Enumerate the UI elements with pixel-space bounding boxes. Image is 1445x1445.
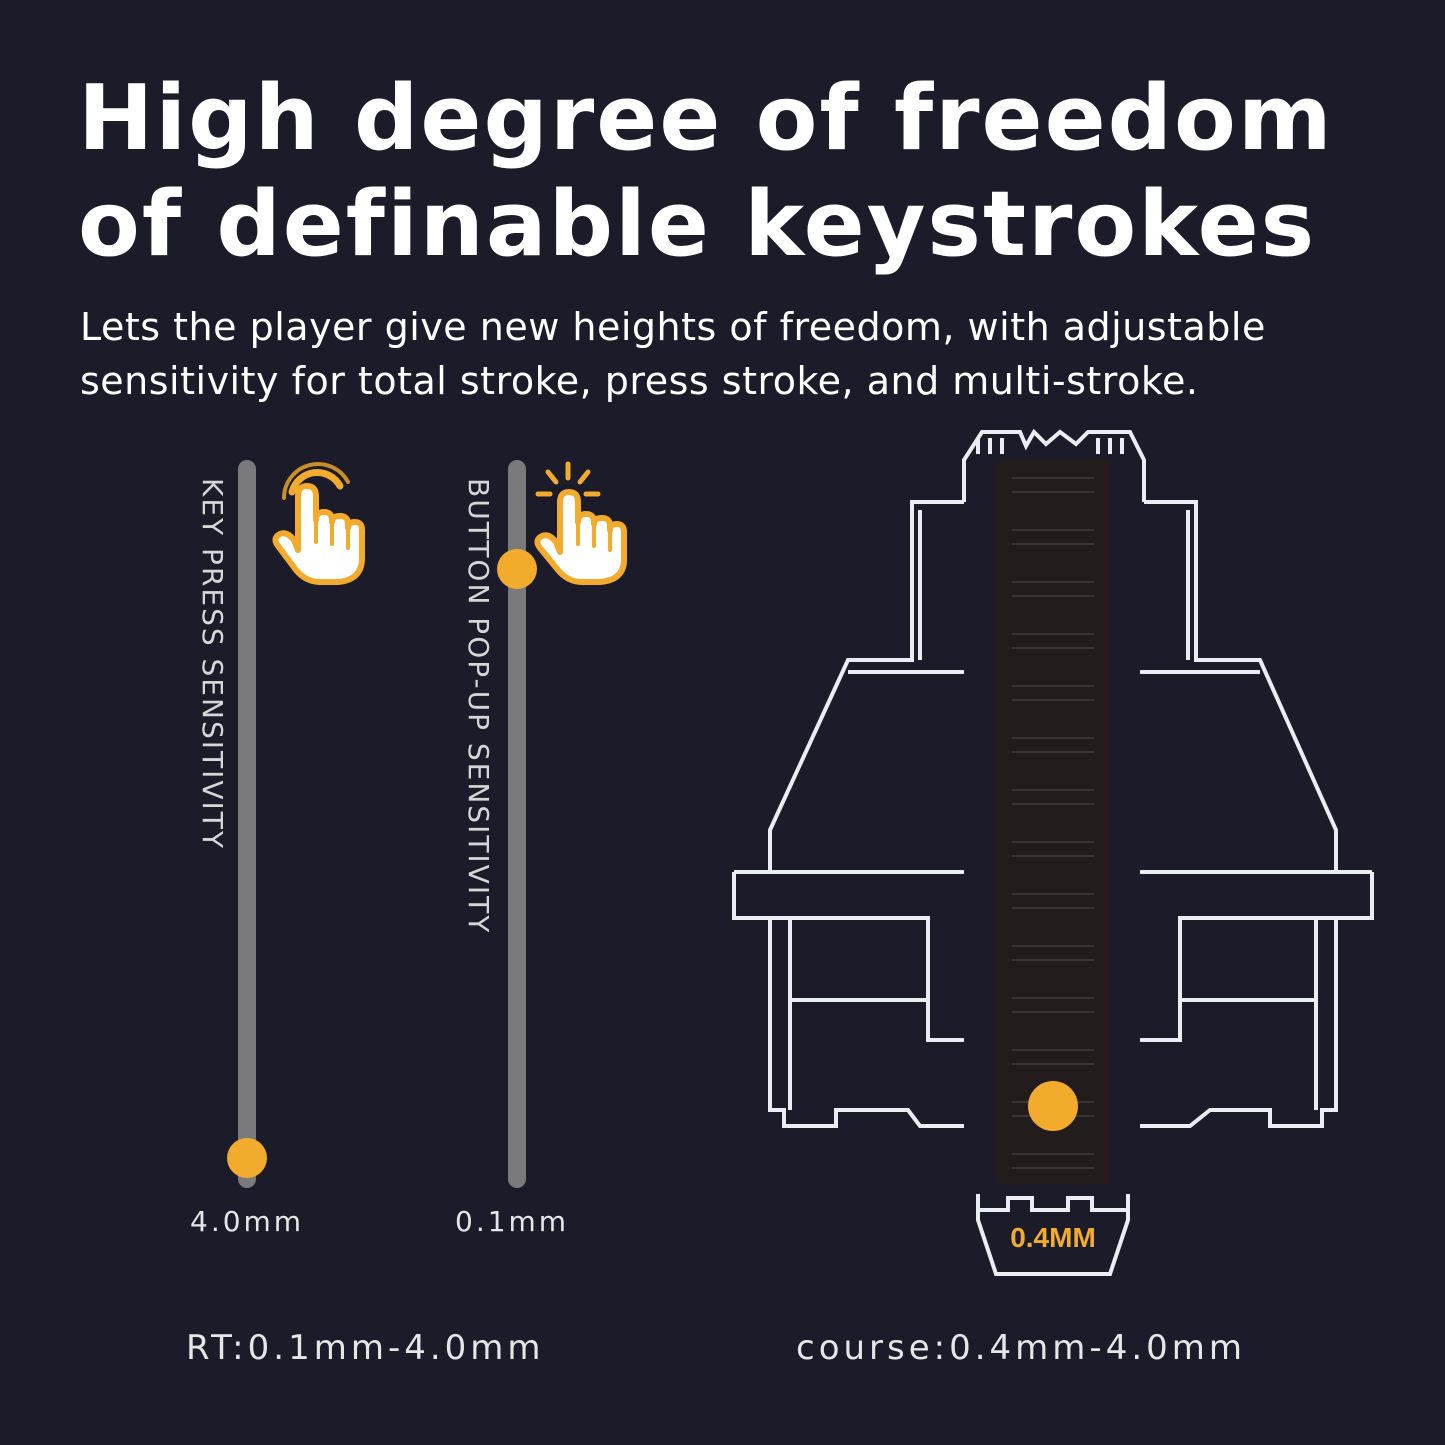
title-line-2: of definable keystrokes	[78, 172, 1317, 277]
pop-up-value: 0.1mm	[455, 1205, 570, 1238]
mechanical-switch-cross-section	[732, 428, 1374, 1276]
tap-hand-icon	[272, 462, 365, 585]
tap-sparkle-hand-icon	[534, 461, 627, 585]
key-press-knob[interactable]	[227, 1138, 267, 1178]
description-line-2: sensitivity for total stroke, press stro…	[80, 359, 1199, 403]
pop-up-label: BUTTON POP-UP SENSITIVITY	[462, 478, 495, 935]
pop-up-knob[interactable]	[497, 549, 537, 590]
description-line-1: Lets the player give new heights of free…	[80, 305, 1266, 349]
page-title: High degree of freedom of definable keys…	[78, 66, 1334, 278]
key-press-track[interactable]	[238, 460, 256, 1188]
rt-range: RT:0.1mm-4.0mm	[186, 1328, 545, 1368]
travel-badge: 0.4MM	[1010, 1222, 1096, 1253]
key-press-value: 4.0mm	[190, 1205, 305, 1238]
course-range: course:0.4mm-4.0mm	[796, 1328, 1247, 1368]
description: Lets the player give new heights of free…	[80, 300, 1266, 408]
key-press-label: KEY PRESS SENSITIVITY	[196, 478, 229, 850]
title-line-1: High degree of freedom	[78, 66, 1334, 171]
pop-up-track[interactable]	[508, 460, 526, 1188]
